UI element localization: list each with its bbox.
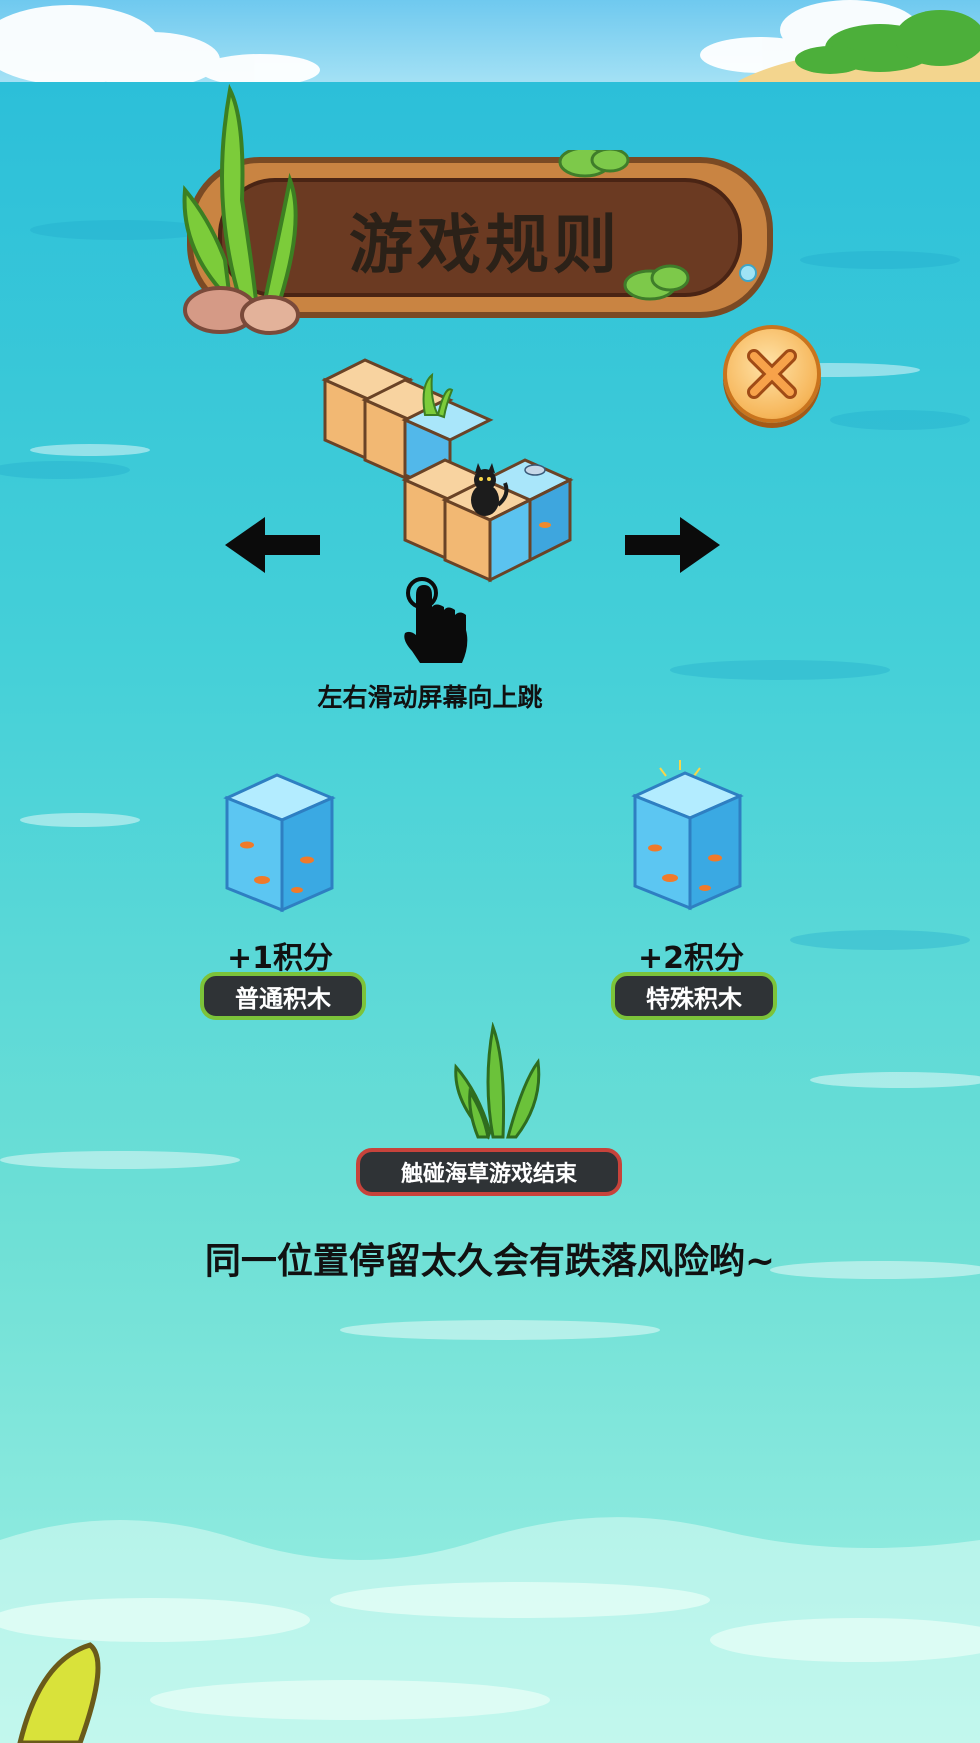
tap-hand-icon	[404, 577, 468, 663]
seaweed-warning-label: 触碰海草游戏结束	[356, 1148, 622, 1196]
arrow-left-icon	[225, 517, 320, 573]
special-block-score: +2积分	[637, 941, 744, 976]
close-icon	[747, 349, 797, 399]
arrow-right-icon	[625, 517, 720, 573]
fall-warning-text: 同一位置停留太久会有跌落风险哟~	[204, 1241, 776, 1282]
title-board	[187, 150, 773, 318]
blocks-illustration	[321, 358, 574, 583]
normal-block-icon	[223, 773, 336, 913]
close-button[interactable]	[723, 325, 821, 423]
swipe-caption: 左右滑动屏幕向上跳	[317, 683, 543, 712]
cat-icon	[471, 463, 509, 516]
seaweed-hazard-icon	[454, 1022, 541, 1140]
seaweed-decoration-icon	[182, 83, 300, 335]
special-block-icon	[631, 760, 744, 911]
special-block-label: 特殊积木	[611, 972, 777, 1020]
normal-block-label: 普通积木	[200, 972, 366, 1020]
normal-block-score: +1积分	[226, 941, 333, 976]
page-title: 游戏规则	[349, 209, 621, 283]
